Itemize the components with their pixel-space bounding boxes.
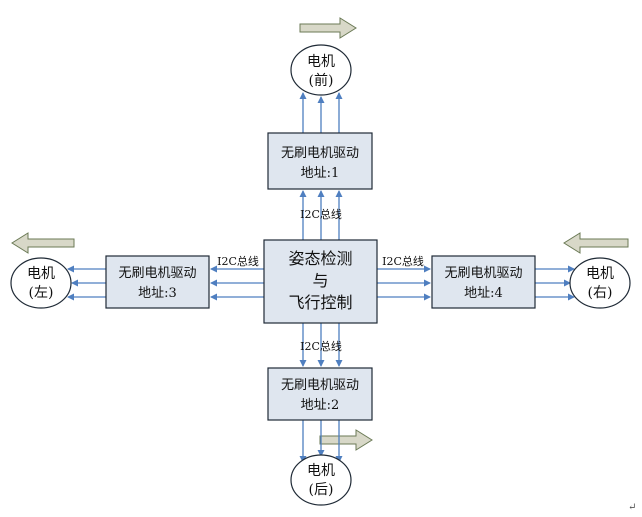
rotation-arrow-left [11,232,75,254]
motor-right: 电机 (右) [569,257,631,309]
controller-label-line3: 飞行控制 [288,293,352,312]
motor-right-line1: 电机 [586,266,614,282]
driver-box-right: 无刷电机驱动 地址:4 [431,255,536,309]
motor-front: 电机 (前) [290,44,352,96]
connection-lines [67,92,575,463]
rotation-arrow-back [319,429,373,451]
rotation-arrow-right [563,232,629,254]
motor-left-line1: 电机 [27,266,55,282]
driver-right-line1: 无刷电机驱动 [444,266,522,281]
motor-back: 电机 (后) [290,454,352,506]
driver-left-line2: 地址:3 [138,286,177,301]
driver-box-left: 无刷电机驱动 地址:3 [105,255,210,309]
bus-label-bottom: I2C总线 [300,339,342,353]
flight-controller-box: 姿态检测 与 飞行控制 [263,239,378,324]
motor-back-line1: 电机 [307,463,335,479]
motor-front-line1: 电机 [307,54,335,70]
driver-right-line2: 地址:4 [464,286,503,301]
driver-back-line2: 地址:2 [301,398,340,413]
driver-front-line1: 无刷电机驱动 [281,146,359,161]
motor-right-line2: (右) [588,285,613,301]
paragraph-mark: ↵ [628,502,636,513]
motor-left-line2: (左) [29,285,54,301]
driver-left-line1: 无刷电机驱动 [118,266,196,281]
bus-label-left: I2C总线 [217,254,259,268]
bus-label-top: I2C总线 [300,207,342,221]
driver-back-line1: 无刷电机驱动 [281,378,359,393]
motor-back-line2: (后) [309,482,334,498]
rotation-arrow-front [299,17,357,39]
motor-front-line2: (前) [309,72,334,89]
controller-label-line2: 与 [312,271,328,290]
controller-label-line1: 姿态检测 [288,249,352,268]
motor-left: 电机 (左) [10,257,72,309]
driver-box-front: 无刷电机驱动 地址:1 [267,132,373,190]
driver-box-back: 无刷电机驱动 地址:2 [267,367,373,421]
bus-label-right: I2C总线 [382,254,424,268]
driver-front-line2: 地址:1 [301,166,340,181]
